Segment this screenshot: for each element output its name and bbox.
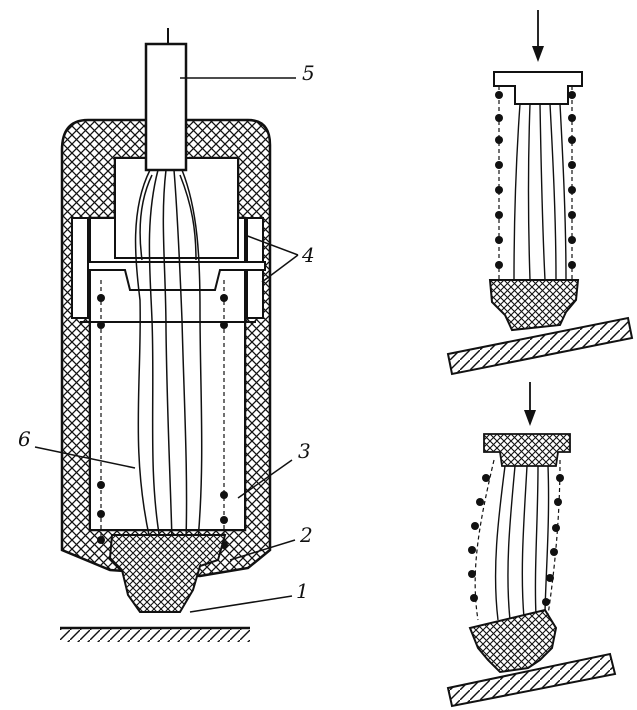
label-1: 1 xyxy=(296,579,309,603)
state-bottom-right xyxy=(446,382,617,708)
left-slot xyxy=(71,217,89,319)
left-spring xyxy=(97,280,105,545)
state-top-right xyxy=(446,10,634,376)
guide-plate xyxy=(87,261,266,291)
wires xyxy=(134,169,203,541)
label-5: 5 xyxy=(302,61,315,85)
label-3: 3 xyxy=(298,439,311,463)
top-tip xyxy=(488,279,580,332)
bottom-spring-right xyxy=(542,459,564,616)
label-2: 2 xyxy=(299,523,313,547)
top-wires xyxy=(513,103,567,281)
top-spring-left xyxy=(495,86,503,300)
bottom-spring-left xyxy=(468,459,495,621)
bottom-wires xyxy=(494,465,550,621)
top-plate xyxy=(493,71,583,105)
incline-top xyxy=(446,316,634,376)
leader-6 xyxy=(34,446,136,469)
sensor-cross-section: 5 4 3 2 1 6 xyxy=(18,28,315,642)
elastic-tip xyxy=(108,534,227,613)
leader-3 xyxy=(237,459,293,499)
cable xyxy=(144,42,188,172)
top-spring-right xyxy=(568,86,576,300)
bottom-plate xyxy=(483,433,571,467)
leader-4a xyxy=(244,234,299,256)
force-arrow-top xyxy=(532,46,544,62)
incline-bottom xyxy=(446,652,617,708)
force-arrow-bottom xyxy=(524,410,536,426)
leader-4b xyxy=(261,254,299,283)
leader-1 xyxy=(189,595,293,613)
label-6: 6 xyxy=(18,427,31,451)
label-4: 4 xyxy=(301,243,315,267)
bottom-tip xyxy=(468,608,558,674)
contact-surface-left xyxy=(60,628,250,642)
leader-2 xyxy=(229,539,296,561)
